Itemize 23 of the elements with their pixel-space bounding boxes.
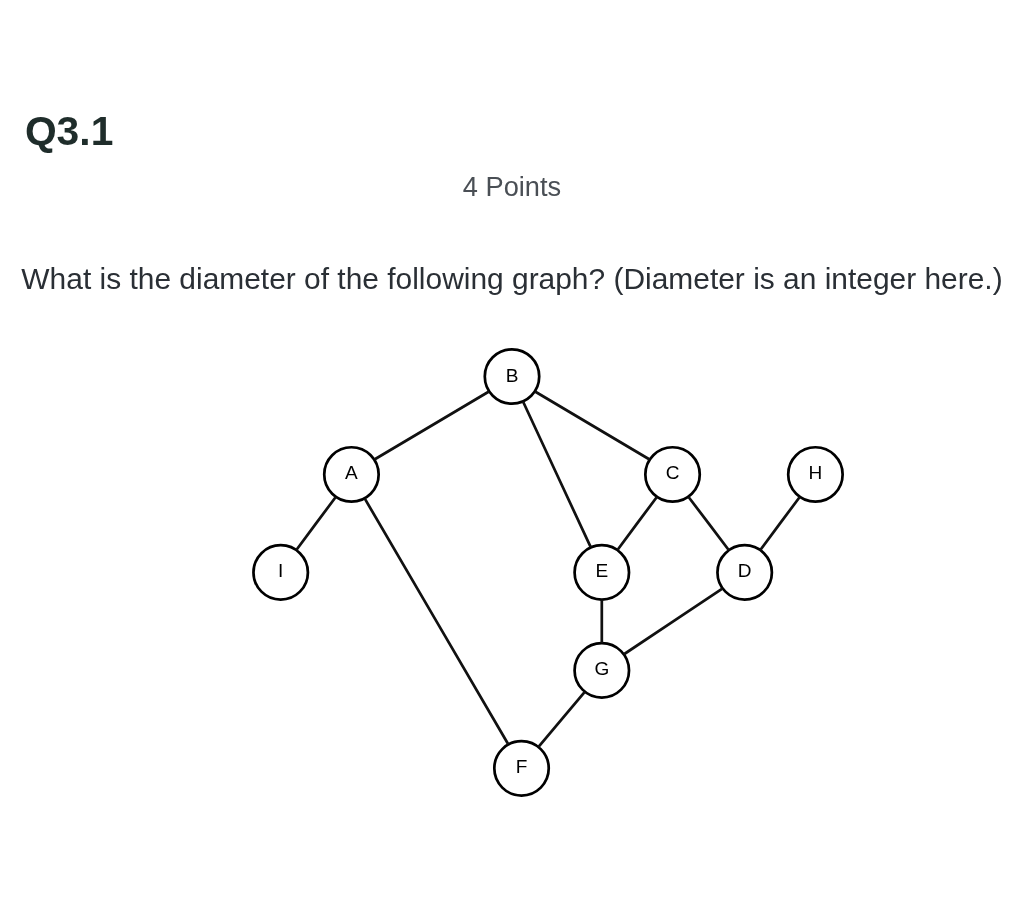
connector [295, 495, 337, 551]
connector [363, 497, 510, 745]
connector [623, 587, 724, 655]
node-circle: H [786, 445, 844, 503]
connector [687, 495, 730, 551]
connector [616, 495, 658, 551]
connector [537, 690, 586, 748]
node-circle: G [573, 641, 631, 699]
node-circle: F [492, 739, 551, 797]
node-circle: A [322, 445, 381, 503]
connector [759, 495, 801, 551]
node-circle: E [573, 543, 631, 601]
label: What is the diameter of the following graph? (Diameter is an integer here.) [21, 261, 1003, 295]
connector [521, 400, 592, 548]
connector [600, 599, 604, 643]
connector [373, 389, 490, 461]
connector [534, 389, 651, 461]
node-circle: C [644, 445, 702, 503]
label: 4 Points [462, 170, 562, 202]
node-circle: I [252, 543, 310, 601]
node-circle: D [716, 543, 774, 601]
node-circle: B [483, 347, 541, 405]
diagram-title: Q3.1 [24, 107, 114, 154]
